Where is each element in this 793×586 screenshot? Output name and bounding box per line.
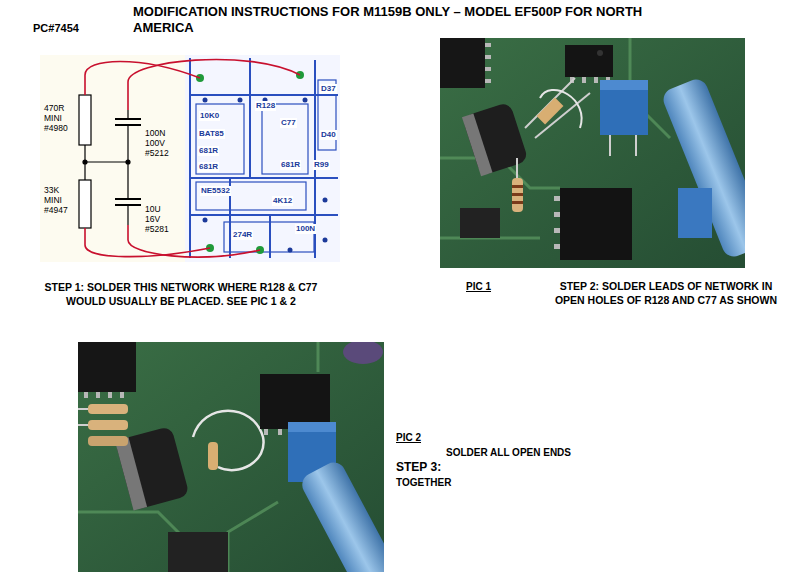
- picture-label: PIC 2: [396, 432, 421, 444]
- capacitor-symbol: [115, 118, 141, 120]
- page-code: PC#7454: [33, 22, 79, 35]
- component-value: 10U 16V #5281: [145, 204, 175, 234]
- network-symbol: [79, 95, 141, 228]
- step-text: STEP 3:: [396, 460, 441, 474]
- part-designator: 681R: [198, 162, 219, 172]
- step-text: TOGETHER: [396, 477, 451, 489]
- step-text: SOLDER ALL OPEN ENDS: [446, 447, 571, 459]
- component-value: 470R MINI #4980: [44, 103, 74, 133]
- part-designator: C77: [280, 118, 297, 128]
- part-designator: R99: [313, 160, 330, 170]
- schematic: [40, 55, 185, 262]
- step-text: STEP 1: SOLDER THIS NETWORK WHERE R128 &…: [40, 280, 322, 308]
- pcb-layout: [185, 55, 340, 262]
- part-designator: 100N: [295, 224, 316, 234]
- part-designator: 4K12: [272, 196, 293, 206]
- network-wire: [85, 59, 300, 257]
- step-text: STEP 2: SOLDER LEADS OF NETWORK IN OPEN …: [548, 279, 784, 307]
- page-title: MODIFICATION INSTRUCTIONS FOR M1159B ONL…: [133, 4, 673, 36]
- component-value: 100N 100V #5212: [145, 128, 175, 158]
- part-designator: D40: [320, 130, 337, 140]
- part-designator: R128: [255, 101, 276, 111]
- part-designator: 681R: [198, 146, 219, 156]
- photo: [78, 342, 384, 572]
- part-designator: BAT85: [198, 129, 225, 139]
- photo: [440, 38, 745, 268]
- picture-label: PIC 1: [466, 281, 491, 293]
- part-designator: NE5532: [200, 186, 231, 196]
- part-designator: D37: [320, 84, 337, 94]
- schematic-ground: [40, 55, 185, 262]
- capacitor-symbol: [115, 198, 141, 200]
- part-designator: 10K0: [199, 111, 220, 121]
- component-value: 33K MINI #4947: [44, 185, 74, 215]
- part-designator: 681R: [280, 160, 301, 170]
- resistor-symbol: [79, 95, 91, 145]
- pcb-ground: [185, 55, 340, 262]
- resistor-symbol: [79, 180, 91, 228]
- part-designator: 274R: [232, 230, 253, 240]
